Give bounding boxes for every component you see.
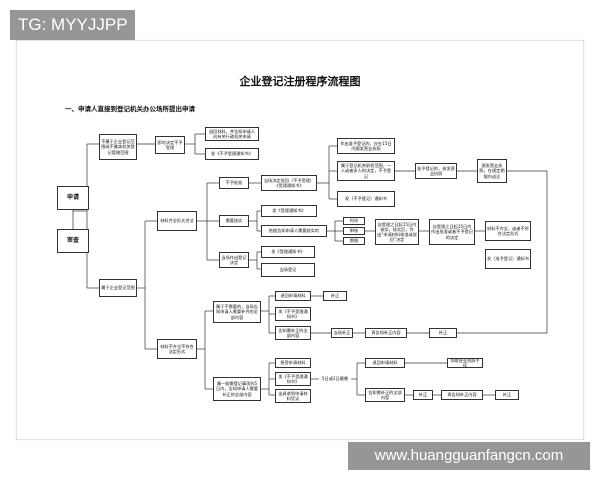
watermark-bottom: www.huangguanfangcn.com — [348, 442, 590, 470]
node-notice-not-accept: 发《不予受理通知书》 — [205, 148, 259, 160]
node-reject-r: 发（不予登记）通知书 — [337, 191, 395, 207]
node-fix-items: 出具收到申请材料凭证 — [275, 389, 311, 403]
watermark-top: TG: MYYJJPP — [10, 10, 135, 40]
node-notice-fix: 发《不予受理通知书》 — [275, 307, 311, 321]
node-fix2: 告知需补正的全部内容 — [365, 388, 405, 402]
page-title: 企业登记注册程序流程图 — [239, 75, 361, 88]
node-on-site: 当场登记 — [261, 263, 315, 277]
node-five-day: 5日或2日最晚 — [321, 376, 349, 382]
node-partial: 属于不需要的，当场告知申请人需要补齐的全部内容 — [213, 301, 261, 323]
node-supplement-2: 补正 — [429, 328, 457, 338]
node-supp3: 补正 — [413, 390, 433, 400]
node-return-files: 退回材料，并告知申请人向有关行政机关申请 — [205, 127, 259, 141]
node-submit-fix: 当场补正 — [331, 328, 353, 338]
node-issue-acceptance: 发《受理通知书》 — [261, 205, 317, 217]
node-not-fix-on-site: 属一般需登记事项的5日内，告知申请人需要补正的全部内容 — [213, 377, 261, 401]
node-time-limit: 时间 — [343, 217, 365, 225]
node-decide-no: 当场决定驳回（不予受理）《受理通知书》 — [261, 175, 317, 191]
node-collect: 领取营业执照手续 — [447, 358, 483, 368]
node-decide-15: 自受理之日起15日内核实，核实后，作出“申请材料核准或驳回”决定 — [375, 219, 419, 245]
node-not-approved: 不予批准 — [219, 177, 249, 189]
node-need-verify: 需要核实 — [219, 215, 249, 227]
node-accept-decision: 作出准予登记的，应在15日内颁发营业执照 — [337, 138, 395, 154]
node-reg-decision-r: 属于登记机关职权范围，一人或者多人的决定，不予登记 — [337, 161, 395, 181]
node-verify-ask: 依据告知申请人需要核实的 — [261, 225, 327, 237]
node-return-docs: 退回申请材料 — [275, 291, 311, 301]
node-apply: 申请 — [57, 186, 89, 210]
section-heading: 一、申请人直接到登记机关办公场所提出申请 — [65, 105, 195, 113]
node-at-once-register: 当场作出登记决定 — [219, 252, 249, 268]
node-docs-need-fix: 材料不齐全不符合法定形式 — [157, 339, 197, 359]
flow-connectors — [72, 133, 548, 396]
node-docs-complete: 材料齐全形式合法 — [157, 211, 197, 231]
node-grant: 准予登记的，核发营业执照 — [415, 163, 457, 179]
node-accept-after: 再告知补正内容 — [365, 328, 407, 338]
node-period: 期限 — [343, 237, 365, 245]
node-issue-acceptance-2: 发《受理通知书》 — [261, 246, 315, 258]
node-again2: 再告知补正内容 — [441, 390, 483, 400]
node-issue-n: 发《不予受理通知书》 — [275, 372, 311, 386]
node-notify-fix-all: 告知需补正的全部内容 — [275, 326, 311, 340]
node-materials-r: 材料不齐全，或者不符合法定形式 — [485, 221, 531, 241]
node-final: 补正 — [495, 390, 519, 400]
node-register-done: 发（准予登记）通知书 — [485, 249, 531, 269]
node-not-scope: 不属于企业登记范围或不属本机关登记管辖范围 — [99, 134, 137, 160]
node-in-scope: 属于企业登记范围 — [99, 279, 137, 297]
node-decide-within: 自受理之日起15日内作出批准或者不予登记的决定 — [429, 219, 475, 245]
node-review: 审查 — [57, 229, 89, 253]
document-page: 企业登记注册程序流程图 一、申请人直接到登记机关办公场所提出申请 — [16, 40, 584, 440]
node-pass: 审核 — [343, 227, 365, 235]
node-license-out: 颁发营业执照，在规定期限内送达 — [477, 159, 507, 183]
node-immediate: 即时决定不予受理 — [155, 136, 185, 154]
node-yes-ret: 接受申请材料 — [275, 358, 311, 368]
node-supplement: 补正 — [323, 291, 347, 301]
node-ret2: 退回申请材料 — [365, 358, 405, 368]
